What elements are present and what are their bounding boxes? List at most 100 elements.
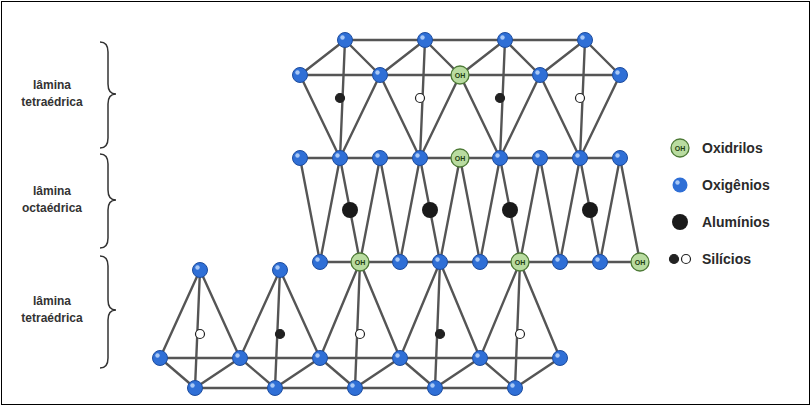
bond-line xyxy=(320,158,340,262)
oxygen-atom xyxy=(268,381,283,396)
silicon-atom xyxy=(196,330,205,339)
oxygen-atom xyxy=(338,33,353,48)
atoms xyxy=(153,33,650,396)
oxygen-highlight xyxy=(475,353,479,357)
oxygen-atom xyxy=(233,351,248,366)
hydroxyl-label: OH xyxy=(455,72,466,79)
bond-line xyxy=(440,158,460,262)
bond-line xyxy=(480,158,500,262)
oxygen-highlight xyxy=(575,153,579,157)
oxygen-highlight xyxy=(395,257,399,261)
hydroxyl-atom xyxy=(451,149,469,167)
bond-line xyxy=(320,262,360,358)
bond-line xyxy=(435,387,515,389)
oxygen-highlight xyxy=(270,383,274,387)
bond-line xyxy=(355,387,435,389)
sheet-label: lâmina tetraédrica xyxy=(6,77,98,112)
oxygen-highlight xyxy=(435,257,439,261)
hydroxyl-label: OH xyxy=(355,259,366,266)
hydroxyl-label: OH xyxy=(675,145,686,152)
oxygen-atom xyxy=(433,255,448,270)
bond-line xyxy=(195,387,275,389)
oxygen-atom xyxy=(428,381,443,396)
bond-line xyxy=(400,158,420,262)
bond-line xyxy=(360,158,380,262)
silicon-atom xyxy=(496,94,505,103)
silicon-atom xyxy=(416,94,425,103)
oxygen-atom xyxy=(413,151,428,166)
oxygen-atom xyxy=(498,33,513,48)
sheet-label: lâmina octaédrica xyxy=(6,183,98,218)
bond-line xyxy=(460,74,540,76)
bond-line xyxy=(540,158,560,262)
oxygen-atom xyxy=(578,33,593,48)
silicon-atom xyxy=(436,330,445,339)
oxygen-atom xyxy=(613,151,628,166)
oxygen-highlight xyxy=(595,257,599,261)
hydroxyl-atom xyxy=(351,253,369,271)
oxygen-atom xyxy=(613,68,628,83)
oxygen-atom xyxy=(533,151,548,166)
oxygen-atom xyxy=(473,255,488,270)
bond-line xyxy=(540,40,585,75)
oxygen-highlight xyxy=(615,70,619,74)
bond-line xyxy=(300,158,320,262)
bond-line xyxy=(300,75,340,158)
oxygen-atom xyxy=(313,351,328,366)
oxygen-highlight xyxy=(580,35,584,39)
bond-line xyxy=(160,270,200,358)
legend-text: Oxigênios xyxy=(702,178,770,192)
legend-sample xyxy=(670,255,679,264)
bond-line xyxy=(360,262,400,358)
bond-line xyxy=(600,158,620,262)
bond-line xyxy=(480,357,560,359)
legend-swatch xyxy=(665,247,695,271)
oxygen-highlight xyxy=(315,353,319,357)
bond-line xyxy=(500,158,520,262)
legend-highlight xyxy=(675,180,679,184)
aluminium-atom xyxy=(502,202,518,218)
sheet-braces xyxy=(100,42,116,368)
legend-text: Oxidrilos xyxy=(702,141,763,155)
oxygen-highlight xyxy=(375,70,379,74)
silicon-atom xyxy=(276,330,285,339)
bond-line xyxy=(580,75,620,158)
bond-line xyxy=(540,74,620,76)
legend-sample xyxy=(682,255,691,264)
oxygen-atom xyxy=(553,255,568,270)
oxygen-highlight xyxy=(275,265,279,269)
oxygen-atom xyxy=(373,151,388,166)
bond-line xyxy=(160,357,240,359)
bond-line xyxy=(355,358,400,388)
oxygen-highlight xyxy=(195,265,199,269)
hydroxyl-label: OH xyxy=(515,259,526,266)
oxygen-atom xyxy=(393,351,408,366)
bond-line xyxy=(380,40,425,75)
bond-line xyxy=(505,39,585,41)
bond-line xyxy=(435,262,440,388)
oxygen-highlight xyxy=(500,35,504,39)
bond-line xyxy=(340,75,380,158)
oxygen-highlight xyxy=(510,383,514,387)
bond-line xyxy=(320,357,400,359)
oxygen-atom xyxy=(593,255,608,270)
bond-line xyxy=(480,262,520,358)
oxygen-atom xyxy=(153,351,168,366)
bond-line xyxy=(420,75,460,158)
oxygen-highlight xyxy=(350,383,354,387)
legend-sample xyxy=(672,214,688,230)
bond-line xyxy=(540,75,580,158)
oxygen-highlight xyxy=(375,153,379,157)
bond-line xyxy=(380,158,400,262)
bond-line xyxy=(460,158,480,262)
oxygen-atom xyxy=(553,351,568,366)
bond-line xyxy=(420,158,440,262)
bond-line xyxy=(435,358,480,388)
bond-line xyxy=(300,74,380,76)
legend-sample xyxy=(671,139,689,157)
hydroxyl-atom xyxy=(511,253,529,271)
oxygen-highlight xyxy=(555,353,559,357)
oxygen-highlight xyxy=(420,35,424,39)
oxygen-highlight xyxy=(295,70,299,74)
